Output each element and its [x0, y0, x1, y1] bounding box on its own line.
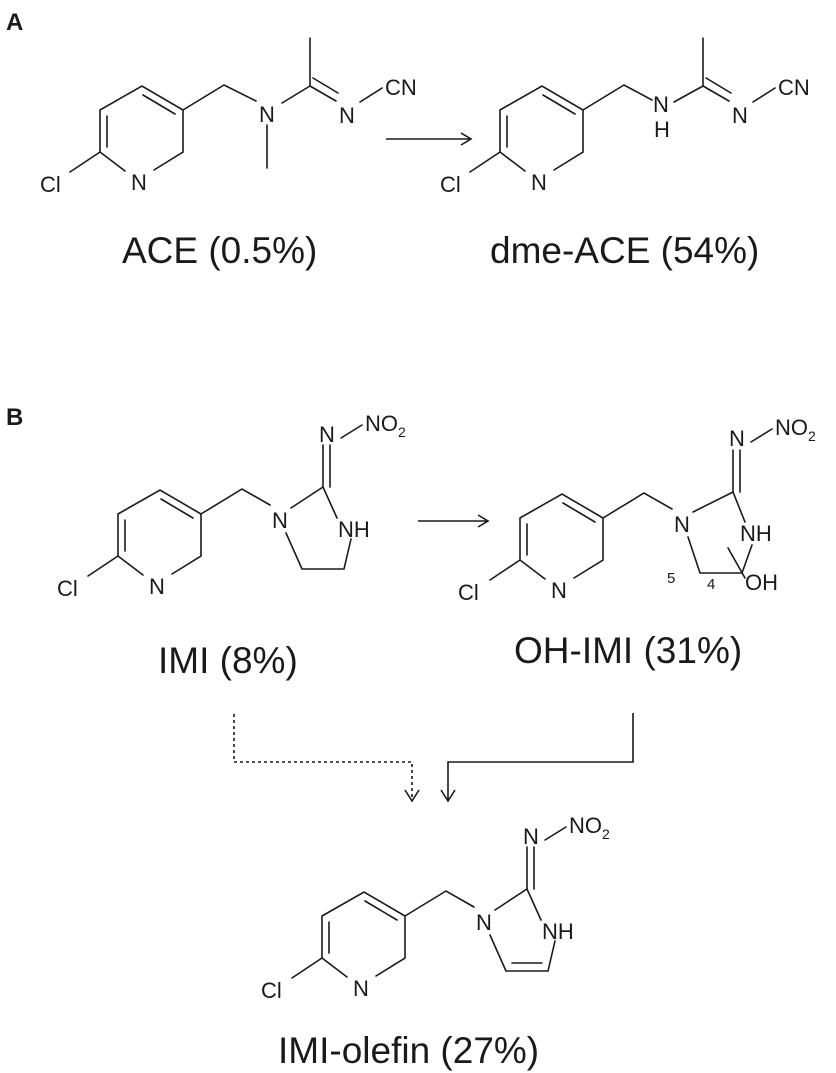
- atom-label-no2: NO2: [775, 415, 816, 444]
- atom-label-n: N: [319, 422, 335, 447]
- atom-label-cn: CN: [385, 75, 417, 100]
- atom-label-n: N: [476, 910, 492, 935]
- atom-label-n: N: [339, 103, 355, 128]
- compound-label-imi: IMI (8%): [158, 640, 298, 681]
- atom-label-n: N: [131, 170, 147, 195]
- reaction-arrow: [386, 132, 473, 146]
- panel-label-b: B: [6, 404, 23, 431]
- atom-label-n: N: [674, 512, 690, 537]
- panel-label-a: A: [6, 9, 23, 36]
- atom-label-cl: Cl: [458, 580, 479, 605]
- atom-label-n: N: [149, 574, 165, 599]
- compound-label-ace: ACE (0.5%): [122, 230, 317, 271]
- structure-imi-olefin: Cl N N NH N NO2: [261, 813, 610, 1003]
- atom-label-n: N: [729, 426, 745, 451]
- atom-label-cl: Cl: [57, 576, 78, 601]
- structure-dme-ace: Cl N N H N CN: [440, 37, 810, 197]
- atom-label-oh: OH: [745, 570, 778, 595]
- atom-label-n: N: [531, 170, 547, 195]
- ring-position-4: 4: [707, 576, 715, 593]
- structure-oh-imi: Cl N N NH N NO2 OH 5 4: [458, 415, 816, 605]
- atom-label-nh: NH: [542, 919, 574, 944]
- dashed-arrow-head: [404, 789, 420, 803]
- atom-label-n: N: [551, 578, 567, 603]
- atom-label-cl: Cl: [440, 172, 461, 197]
- atom-label-n: N: [653, 92, 669, 117]
- atom-label-nh: NH: [338, 517, 370, 542]
- structure-imi: Cl N N NH N NO2: [57, 411, 406, 601]
- dashed-reaction-arrow: [233, 714, 413, 800]
- compound-label-oh-imi: OH-IMI (31%): [514, 630, 742, 671]
- reaction-arrow: [418, 514, 490, 528]
- atom-label-n: N: [732, 103, 748, 128]
- structure-ace: Cl N N N CN: [40, 37, 417, 197]
- atom-label-no2: NO2: [365, 411, 406, 440]
- atom-label-n: N: [523, 824, 539, 849]
- compound-label-imi-olefin: IMI-olefin (27%): [278, 1030, 539, 1071]
- atom-label-cl: Cl: [261, 978, 282, 1003]
- atom-label-n: N: [272, 508, 288, 533]
- atom-label-h: H: [654, 117, 670, 142]
- atom-label-n: N: [259, 102, 275, 127]
- ring-position-5: 5: [667, 570, 675, 587]
- reaction-arrow: [440, 713, 634, 803]
- atom-label-cl: Cl: [40, 172, 61, 197]
- atom-label-no2: NO2: [569, 813, 610, 842]
- atom-label-nh: NH: [740, 521, 772, 546]
- atom-label-cn: CN: [778, 75, 810, 100]
- compound-label-dme-ace: dme-ACE (54%): [490, 230, 759, 271]
- atom-label-n: N: [353, 976, 369, 1001]
